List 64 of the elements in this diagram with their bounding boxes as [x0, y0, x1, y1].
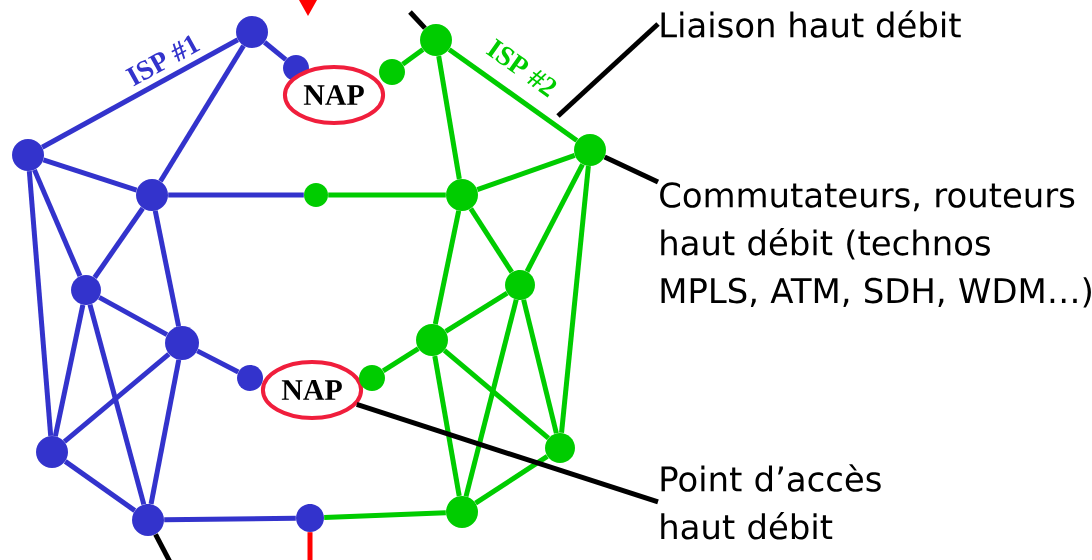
link-line [436, 55, 462, 180]
leader-line [408, 10, 427, 30]
router-dot [136, 179, 168, 211]
router-dot [296, 504, 324, 532]
link-line [463, 299, 519, 497]
link-line [152, 210, 182, 327]
link-line [432, 355, 462, 497]
link-line [444, 290, 509, 334]
router-dot [446, 179, 478, 211]
link-line [52, 304, 86, 437]
link-line [62, 352, 171, 444]
link-line [32, 168, 83, 277]
link-line [168, 192, 304, 198]
router-dot [505, 270, 535, 300]
link-line [447, 47, 579, 143]
leader-line [603, 154, 660, 185]
router-dot [574, 134, 606, 166]
link-line [158, 44, 246, 183]
link-line [148, 359, 182, 505]
link-line [63, 459, 137, 513]
link-line [476, 153, 576, 192]
router-dot [545, 433, 575, 463]
link-line [524, 163, 585, 273]
callout-text: Commutateurs, routeurs haut débit (technos MPLS, ATM, SDH, WDM…) [660, 182, 1091, 308]
link-line [328, 192, 446, 198]
router-dot [420, 24, 452, 56]
link-line [468, 207, 514, 274]
callout-text: Liaison haut débit [661, 10, 961, 38]
link-line [98, 295, 169, 337]
link-line [559, 165, 591, 434]
link-line [432, 210, 462, 325]
edge-label: ISP #1 [125, 35, 201, 87]
leader-line [153, 533, 173, 560]
link-line [26, 170, 54, 437]
router-dot [71, 275, 101, 305]
link-line [87, 304, 147, 505]
link-line [41, 37, 239, 150]
link-line [401, 47, 425, 67]
router-dot [36, 436, 68, 468]
router-dot [359, 365, 385, 391]
link-line [262, 40, 288, 62]
link-line [381, 346, 420, 374]
link-line [164, 515, 296, 523]
router-dot [379, 59, 405, 85]
link-line [196, 348, 240, 375]
link-line [92, 206, 145, 279]
router-dot [12, 139, 44, 171]
router-dot [236, 16, 268, 48]
edge-label: ISP #2 [485, 38, 557, 98]
router-dot [165, 326, 199, 360]
leader-line [356, 402, 659, 505]
link-line [474, 454, 549, 506]
router-dot [237, 365, 263, 391]
router-dot [132, 504, 164, 536]
callout-text: Point d’accès haut débit [661, 464, 881, 540]
link-line [521, 299, 559, 434]
link-line [42, 157, 138, 193]
router-dot [446, 496, 478, 528]
router-dot [304, 183, 328, 207]
link-line [442, 348, 550, 441]
link-line [324, 510, 446, 520]
leader-line [556, 22, 660, 118]
router-dot [416, 324, 448, 356]
link-line [307, 532, 313, 560]
